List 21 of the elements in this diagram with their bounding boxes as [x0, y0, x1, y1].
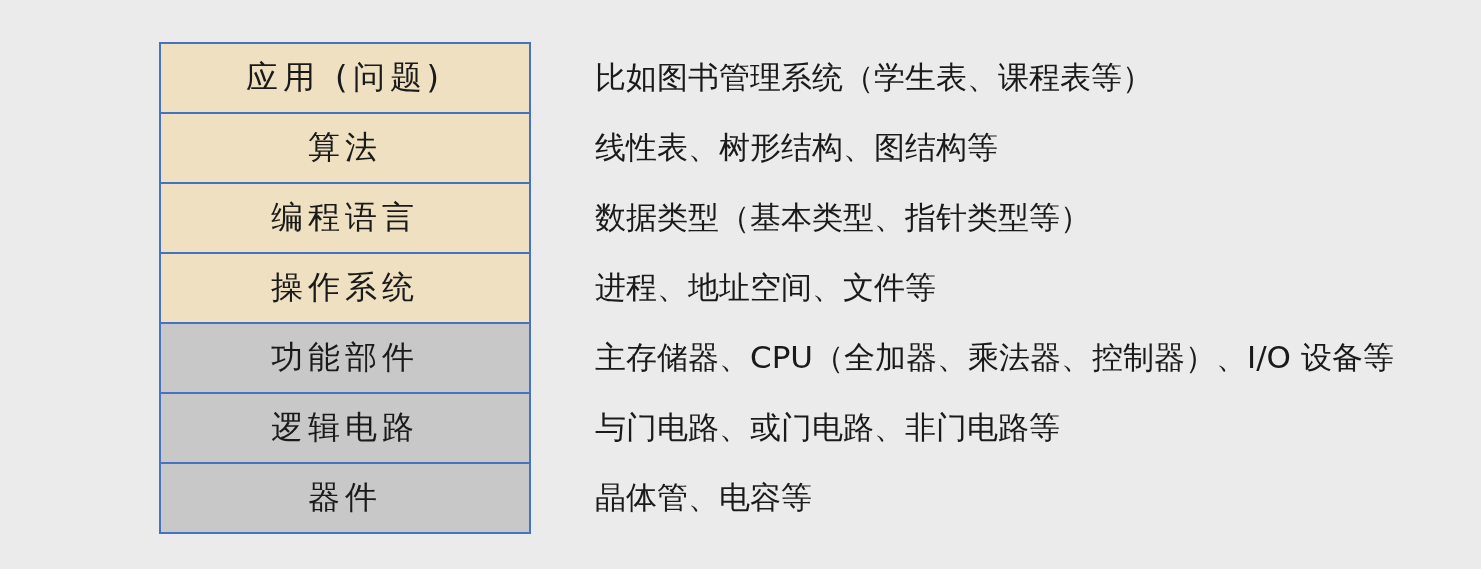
layer-label: 编程语言: [271, 200, 419, 236]
layer-label: 器件: [308, 480, 382, 516]
layer-description: 主存储器、CPU（全加器、乘法器、控制器）、I/O 设备等: [595, 339, 1394, 377]
layer-box: [159, 322, 531, 394]
layer-box: [159, 462, 531, 534]
layer-box: [159, 42, 531, 114]
layer-label: 逻辑电路: [271, 410, 419, 446]
layer-label: 算法: [308, 130, 382, 166]
layer-description: 进程、地址空间、文件等: [595, 269, 936, 307]
layer-description: 线性表、树形结构、图结构等: [595, 129, 998, 167]
layer-label: 操作系统: [271, 270, 419, 306]
layer-box: [159, 392, 531, 464]
layer-label: 应用 (问题): [245, 60, 445, 96]
layer-box: [159, 252, 531, 324]
layer-description: 与门电路、或门电路、非门电路等: [595, 409, 1060, 447]
layer-description: 晶体管、电容等: [595, 479, 812, 517]
layer-box: [159, 182, 531, 254]
layer-label: 功能部件: [271, 340, 419, 376]
layer-box: [159, 112, 531, 184]
layer-description: 比如图书管理系统（学生表、课程表等）: [595, 59, 1153, 97]
layer-description: 数据类型（基本类型、指针类型等）: [595, 199, 1091, 237]
